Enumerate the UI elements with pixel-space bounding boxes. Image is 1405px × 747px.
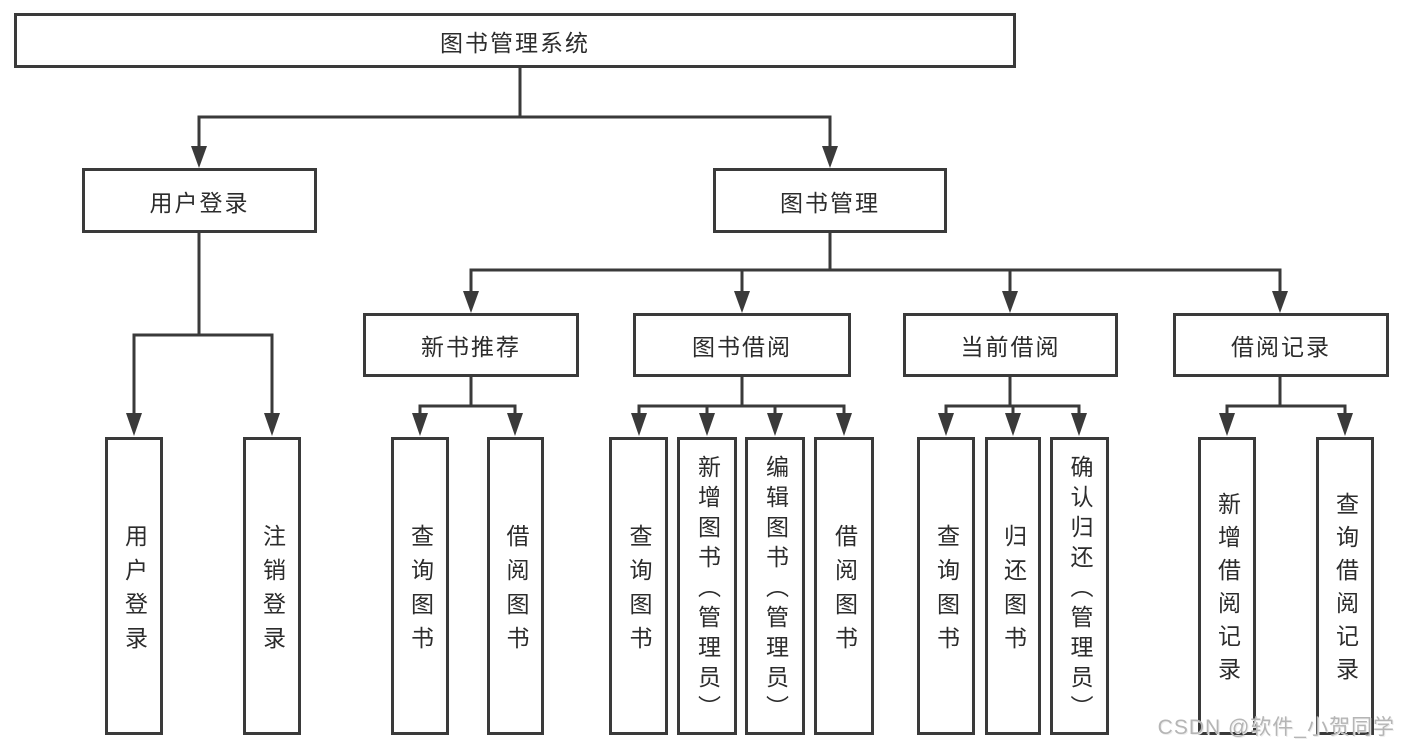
leaf-query-borrowing-record-label: 查询借阅记录 (1332, 492, 1359, 690)
leaf-query-books-borrowing: 查询图书 (609, 437, 668, 735)
leaf-query-books-recommendation-label: 查询图书 (407, 523, 434, 660)
leaf-return-books: 归还图书 (985, 437, 1041, 735)
leaf-user-login: 用户登录 (105, 437, 163, 735)
leaf-borrow-books-recommendation-label: 借阅图书 (503, 523, 529, 660)
leaf-add-borrowing-record: 新增借阅记录 (1198, 437, 1256, 735)
connector-current-borrowing-branch (938, 377, 1087, 436)
node-borrowing-records: 借阅记录 (1173, 313, 1389, 377)
node-book-management: 图书管理 (713, 168, 947, 233)
node-current-borrowing-label: 当前借阅 (960, 334, 1061, 360)
node-current-borrowing: 当前借阅 (903, 313, 1118, 377)
node-new-book-recommendation-label: 新书推荐 (421, 334, 521, 360)
node-root-system-label: 图书管理系统 (440, 29, 590, 56)
leaf-add-books-admin: 新增图书（管理员） (677, 437, 737, 735)
connector-user-login-branch (126, 233, 280, 436)
leaf-confirm-return-admin-label: 确认归还（管理员） (1067, 454, 1093, 725)
node-borrowing-records-label: 借阅记录 (1231, 334, 1331, 360)
leaf-user-login-label: 用户登录 (121, 523, 148, 660)
leaf-edit-books-admin: 编辑图书（管理员） (745, 437, 805, 735)
leaf-query-books-current: 查询图书 (917, 437, 975, 735)
node-book-borrowing: 图书借阅 (633, 313, 851, 377)
connector-root-to-branches (191, 68, 838, 168)
connector-new-book-rec-branch (412, 377, 523, 436)
node-user-login: 用户登录 (82, 168, 317, 233)
leaf-add-borrowing-record-label: 新增借阅记录 (1214, 492, 1241, 690)
connector-book-management-branch (463, 233, 1288, 313)
leaf-query-borrowing-record: 查询借阅记录 (1316, 437, 1374, 735)
leaf-query-books-current-label: 查询图书 (933, 523, 960, 660)
leaf-add-books-admin-label: 新增图书（管理员） (694, 454, 721, 725)
leaf-edit-books-admin-label: 编辑图书（管理员） (762, 454, 789, 725)
leaf-borrow-books-borrowing-label: 借阅图书 (831, 523, 858, 660)
node-root-system: 图书管理系统 (14, 13, 1016, 68)
connector-book-borrowing-branch (631, 377, 852, 436)
node-book-borrowing-label: 图书借阅 (692, 334, 792, 360)
node-book-management-label: 图书管理 (780, 189, 880, 216)
leaf-borrow-books-borrowing: 借阅图书 (814, 437, 874, 735)
leaf-query-books-borrowing-label: 查询图书 (626, 523, 652, 660)
node-user-login-label: 用户登录 (149, 189, 250, 216)
leaf-logout-label: 注销登录 (259, 523, 286, 660)
csdn-watermark: CSDN @软件_小贺同学 (1157, 716, 1395, 739)
leaf-query-books-recommendation: 查询图书 (391, 437, 449, 735)
leaf-borrow-books-recommendation: 借阅图书 (487, 437, 544, 735)
leaf-return-books-label: 归还图书 (1000, 523, 1027, 660)
connector-borrowing-records-branch (1219, 377, 1353, 436)
leaf-confirm-return-admin: 确认归还（管理员） (1050, 437, 1109, 735)
node-new-book-recommendation: 新书推荐 (363, 313, 579, 377)
leaf-logout: 注销登录 (243, 437, 301, 735)
